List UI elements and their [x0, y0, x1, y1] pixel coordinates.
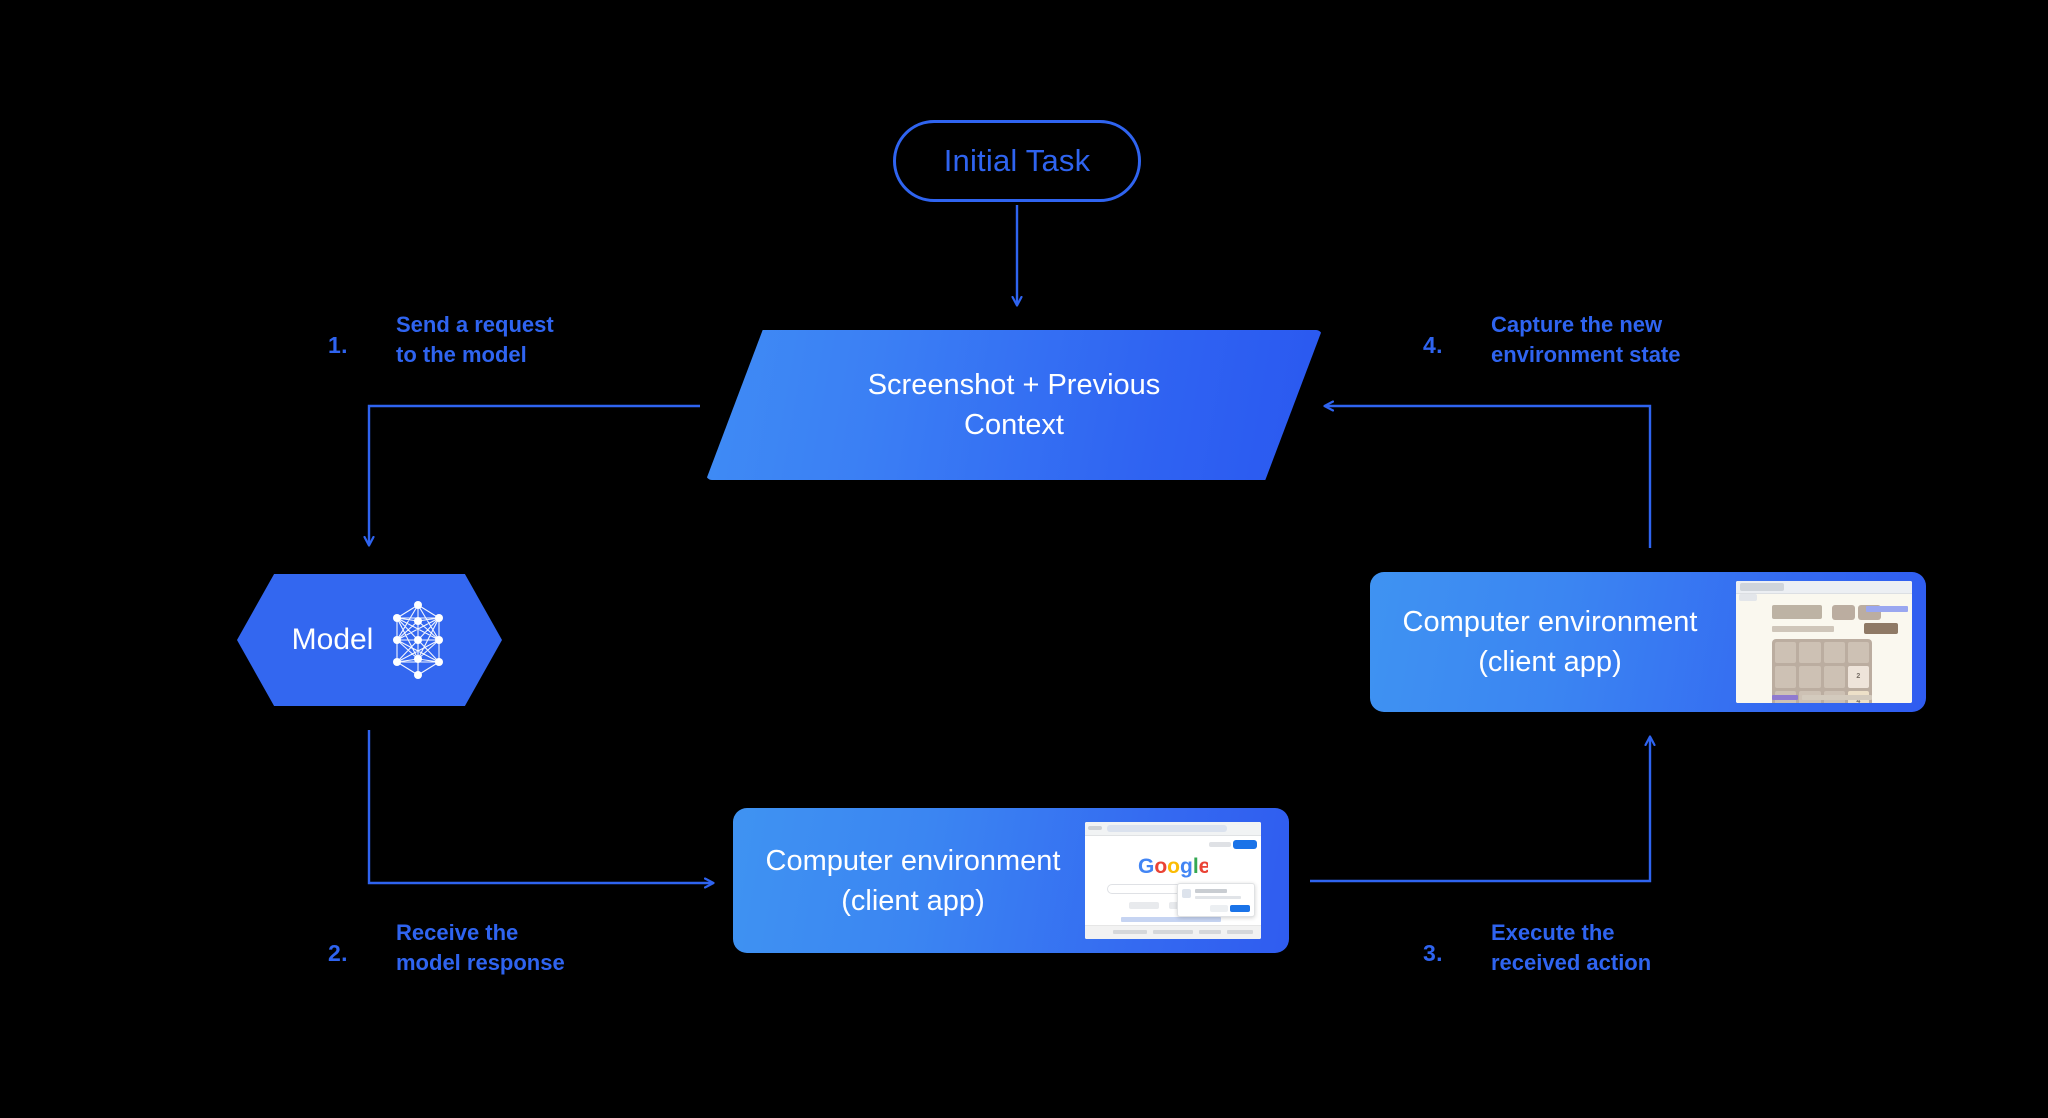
dialog-body	[1195, 896, 1241, 899]
step-1-label: 1. Send a request to the model	[328, 310, 638, 380]
context-node: Screenshot + Previous Context	[706, 330, 1322, 480]
browser-nav-buttons	[1088, 826, 1102, 830]
model-node-content: Model	[237, 574, 502, 706]
tile: 2	[1847, 666, 1869, 688]
context-node-label: Screenshot + Previous Context	[706, 330, 1322, 480]
tile	[1823, 666, 1845, 688]
google-footer	[1085, 925, 1261, 939]
browser-tab	[1740, 583, 1784, 591]
game-2048-brand	[1772, 605, 1822, 619]
browser-dialog-popup	[1177, 883, 1255, 917]
step-2-text: Receive the model response	[396, 920, 565, 975]
model-node-shape	[237, 574, 502, 706]
step-1-number: 1.	[328, 332, 348, 358]
footer-link	[1113, 930, 1147, 934]
browser-address-bar	[1739, 594, 1757, 601]
browser-url-bar	[1107, 825, 1227, 832]
step-3-number: 3.	[1423, 940, 1443, 966]
step-2-label: 2. Receive the model response	[328, 918, 658, 988]
context-node-shape	[706, 330, 1322, 480]
step-2-number: 2.	[328, 940, 348, 966]
step-1-text: Send a request to the model	[396, 312, 554, 367]
initial-task-node: Initial Task	[893, 120, 1141, 202]
tile	[1775, 666, 1797, 688]
google-search-button[interactable]	[1129, 902, 1159, 909]
env-right-label-line1: Computer environment	[1402, 606, 1698, 638]
footer-link	[1772, 695, 1798, 700]
env-right-label: Computer environment (client app)	[1370, 572, 1730, 712]
google-search-screenshot: Google	[1085, 822, 1261, 939]
env-bottom-thumbnail-google: Google	[1085, 822, 1261, 939]
dialog-icon	[1182, 889, 1191, 898]
dialog-confirm-button[interactable]	[1230, 905, 1250, 912]
env-right-thumbnail-2048: 2 4 4 8	[1736, 581, 1912, 703]
google-logo-icon: Google	[1138, 855, 1208, 878]
env-bottom-label: Computer environment (client app)	[733, 808, 1093, 953]
step-4-label: 4. Capture the new environment state	[1423, 310, 1753, 380]
env-bottom-label-line1: Computer environment	[765, 844, 1061, 877]
step-3-text: Execute the received action	[1491, 920, 1652, 975]
header-links	[1866, 606, 1908, 612]
neural-network-icon	[393, 601, 444, 679]
env-bottom-label-line2: (client app)	[841, 884, 985, 917]
language-options	[1121, 917, 1221, 922]
footer-text	[1802, 695, 1872, 700]
tile	[1847, 642, 1869, 664]
svg-text:Google: Google	[1138, 855, 1208, 878]
arrow-step-3-env-bottom-to-env-right	[1310, 737, 1650, 883]
dialog-cancel-button[interactable]	[1210, 905, 1228, 912]
model-node: Model	[237, 574, 502, 706]
tile	[1823, 642, 1845, 664]
game-board: 2 4 4 8	[1772, 639, 1872, 703]
dialog-title	[1195, 889, 1227, 893]
tile	[1799, 642, 1821, 664]
step-4-text: Capture the new environment state	[1491, 312, 1681, 367]
step-3-label: 3. Execute the received action	[1423, 918, 1753, 988]
game-2048-screenshot: 2 4 4 8	[1736, 581, 1912, 703]
env-right-label-line2: (client app)	[1478, 646, 1622, 678]
arrow-step-4-env-right-to-context	[1325, 406, 1652, 548]
env-bottom-node: Computer environment (client app) Google	[733, 808, 1289, 953]
google-apps-links	[1209, 842, 1231, 847]
sign-in-button[interactable]	[1233, 840, 1257, 849]
step-4-number: 4.	[1423, 332, 1443, 358]
tile	[1775, 642, 1797, 664]
game-subtitle	[1772, 626, 1834, 632]
footer-link	[1227, 930, 1253, 934]
context-label-line2: Context	[964, 409, 1064, 441]
context-label-line1: Screenshot + Previous	[867, 369, 1161, 401]
new-game-button[interactable]	[1864, 623, 1898, 634]
env-right-node: Computer environment (client app)	[1370, 572, 1926, 712]
initial-task-label: Initial Task	[943, 143, 1091, 178]
model-label: Model	[291, 623, 374, 656]
footer-link	[1199, 930, 1221, 934]
tile	[1799, 666, 1821, 688]
arrow-step-2-model-to-env-bottom	[367, 730, 713, 883]
footer-link	[1153, 930, 1193, 934]
arrow-step-1-context-to-model	[369, 404, 700, 545]
score-box	[1832, 605, 1855, 620]
